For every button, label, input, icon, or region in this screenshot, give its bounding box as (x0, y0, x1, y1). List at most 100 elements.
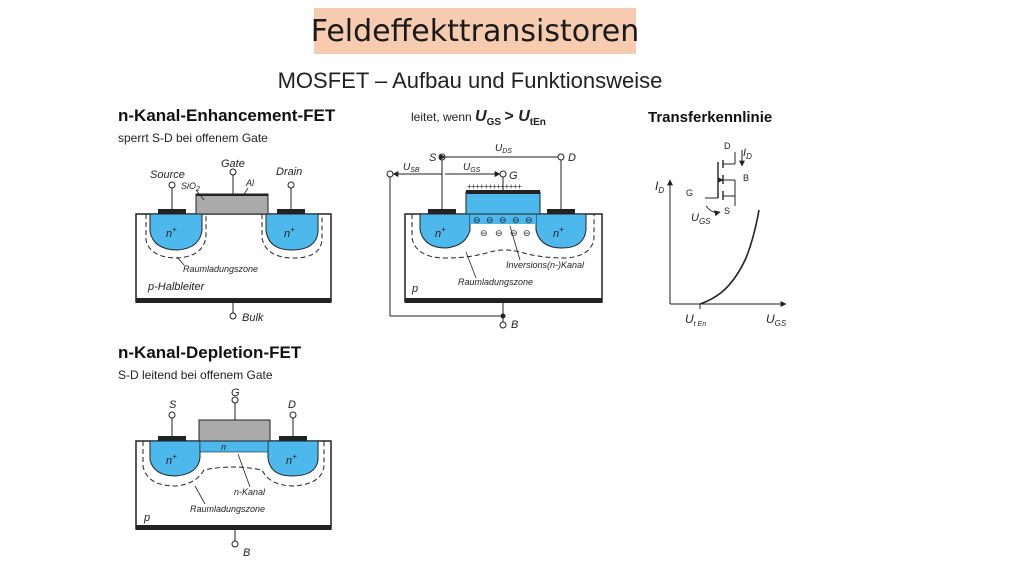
op-n-plus-drain (535, 213, 587, 249)
enh-n-plus-drain (265, 213, 319, 251)
op-source-terminal (438, 153, 446, 161)
op-s-label: S (429, 152, 437, 164)
enh-source-label: Source (150, 169, 185, 181)
enh-bulk-terminal (229, 312, 237, 320)
enh-depletion-right (261, 214, 323, 259)
condition-prefix: leitet, wenn (411, 110, 472, 124)
transfer-heading: Transferkennlinie (648, 109, 773, 126)
op-usb-label: USB (403, 162, 420, 174)
condition-gs: GS (486, 117, 502, 129)
dep-b-label: B (243, 547, 250, 559)
dep-channel-label: n-Kanal (234, 487, 266, 497)
enh-gate-terminal (229, 168, 237, 176)
enh-bulk-contact-plate (136, 298, 331, 303)
transfer-id-label: ID (655, 179, 664, 195)
svg-text:⊖: ⊖ (523, 228, 531, 238)
op-bulk-terminal (499, 321, 507, 329)
dep-depletion-label: Raumladungszone (190, 504, 265, 514)
title-banner: Feldeffekttransistoren (311, 8, 639, 54)
op-source-contact (428, 209, 456, 214)
transfer-chart: ID UGS Ut En D G B S ID UGS (655, 141, 787, 328)
dep-p-label: p (143, 512, 150, 524)
symbol-ugs-label: UGS (691, 212, 711, 226)
enh-n-plus-label-right: n+ (284, 225, 295, 240)
conduction-condition: leitet, wenn UGS > UtEn (411, 108, 546, 128)
dep-n-plus-source (149, 440, 201, 477)
enh-depletion-label: Raumladungszone (183, 264, 258, 274)
condition-u2: U (518, 108, 530, 125)
svg-text:⊖: ⊖ (480, 228, 488, 238)
op-uds-label: UDS (495, 143, 512, 155)
symbol-d-label: D (724, 141, 731, 151)
op-channel-charges: ⊖⊖ ⊖⊖ ⊖ ⊖⊖ ⊖⊖ (473, 215, 533, 238)
svg-text:⊖: ⊖ (510, 228, 518, 238)
transfer-uten-label: Ut En (685, 312, 706, 328)
dep-n-label: n (221, 442, 226, 452)
dep-n-plus-drain (267, 440, 319, 477)
enh-gate-label: Gate (221, 158, 245, 170)
enh-al-label: Al (245, 178, 255, 188)
dep-d-label: D (288, 399, 296, 411)
enhancement-heading: n-Kanal-Enhancement-FET (118, 106, 336, 125)
svg-text:⊖: ⊖ (495, 228, 503, 238)
op-depletion-label: Raumladungszone (458, 277, 533, 287)
transfer-curve (699, 209, 760, 305)
dep-n-channel (199, 440, 269, 453)
enh-gate-metal (196, 194, 268, 196)
op-g-label: G (509, 170, 518, 182)
enh-source-contact (158, 209, 186, 214)
op-inversion-channel (470, 214, 536, 224)
op-gate-metal (466, 190, 540, 194)
op-n-plus-source (419, 213, 471, 249)
enh-bulk-label: Bulk (242, 312, 264, 324)
op-gate-terminal (499, 170, 507, 178)
dep-bulk-plate (136, 525, 331, 530)
enh-drain-label: Drain (276, 166, 302, 178)
dep-drain-terminal (289, 411, 297, 419)
enh-n-plus-label-left: n+ (166, 225, 177, 240)
dep-s-label: S (169, 399, 177, 411)
op-channel-label: Inversions(n-)Kanal (506, 260, 585, 270)
enh-sio2-label: SiO2 (181, 181, 200, 193)
svg-text:⊖: ⊖ (525, 215, 533, 225)
enhancement-note: sperrt S-D bei offenem Gate (118, 131, 268, 145)
op-d-label: D (568, 152, 576, 164)
dep-g-label: G (231, 387, 240, 399)
dep-bulk-terminal (231, 540, 239, 548)
enh-substrate-label: p-Halbleiter (147, 281, 206, 293)
dep-source-contact (158, 436, 186, 441)
dep-gate-terminal (231, 396, 239, 404)
enh-drain-contact (277, 209, 305, 214)
page-subtitle: MOSFET – Aufbau und Funktionsweise (277, 68, 663, 93)
svg-text:⊖: ⊖ (512, 215, 520, 225)
symbol-s-label: S (724, 206, 730, 216)
op-drain-contact (547, 209, 575, 214)
mosfet-symbol: D G B S ID UGS (686, 141, 752, 226)
op-n-plus-left: n+ (435, 225, 446, 240)
depletion-fet-diagram: S G D B p n n+ n+ n-Kanal Raumladungszon… (135, 387, 332, 559)
svg-text:⊖: ⊖ (473, 215, 481, 225)
condition-gt: > (504, 108, 514, 125)
depletion-note: S-D leitend bei offenem Gate (118, 368, 273, 382)
operating-fet-diagram: +++++++++++++ ⊖⊖ ⊖⊖ ⊖ ⊖⊖ ⊖⊖ S D G B p UD… (386, 143, 603, 331)
condition-ten: tEn (529, 117, 546, 129)
page-title: Feldeffekttransistoren (310, 13, 640, 49)
symbol-g-label: G (686, 188, 693, 198)
depletion-heading: n-Kanal-Depletion-FET (118, 343, 302, 362)
transfer-ugs-label: UGS (766, 312, 787, 328)
enhancement-fet-diagram: Source Gate Drain SiO2 Al n+ n+ Raumladu… (135, 158, 332, 324)
op-p-label: p (411, 283, 418, 295)
dep-depletion-outline (142, 441, 325, 487)
op-b-label: B (511, 319, 518, 331)
op-ugs-label: UGS (463, 162, 481, 174)
dep-n-plus-right: n+ (286, 452, 297, 467)
enh-source-terminal (168, 181, 176, 189)
svg-text:⊖: ⊖ (499, 215, 507, 225)
enh-gate-oxide (195, 193, 269, 215)
condition-u1: U (475, 108, 487, 125)
dep-n-plus-left: n+ (166, 452, 177, 467)
dep-gate-oxide (198, 419, 271, 442)
symbol-b-label: B (743, 173, 749, 183)
op-gate-charge: +++++++++++++ (467, 182, 522, 191)
